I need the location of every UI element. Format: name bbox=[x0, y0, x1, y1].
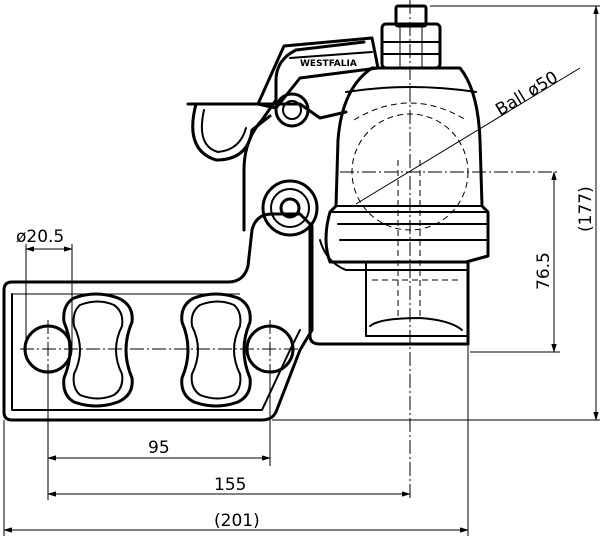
dim-label-overall-length: (201) bbox=[214, 511, 260, 531]
dim-label-length-to-ball: 155 bbox=[214, 475, 246, 495]
dim-label-ball-diameter: Ball ø50 bbox=[492, 68, 561, 121]
safety-ring bbox=[186, 102, 348, 162]
svg-text:WESTFALIA: WESTFALIA bbox=[300, 59, 357, 69]
dimension-overall-height: (177) bbox=[576, 5, 599, 421]
dim-label-hole-spacing: 95 bbox=[148, 438, 170, 458]
damping-element-right bbox=[180, 292, 252, 408]
damping-element-left bbox=[62, 292, 134, 408]
extension-lines bbox=[3, 5, 600, 536]
dimension-length-to-ball: 155 bbox=[47, 475, 411, 497]
dimension-hole-spacing: 95 bbox=[47, 438, 271, 461]
dimension-hole-diameter: ø20.5 bbox=[16, 227, 73, 252]
dim-label-ball-height: 76.5 bbox=[534, 252, 554, 290]
dimension-overall-length: (201) bbox=[3, 511, 469, 533]
pivot-pin-upper bbox=[274, 92, 310, 128]
ball-socket-housing bbox=[324, 66, 490, 264]
dim-label-overall-height: (177) bbox=[576, 186, 596, 232]
center-lines bbox=[20, 0, 560, 500]
dimension-ball-height: 76.5 bbox=[534, 171, 557, 353]
top-nut bbox=[380, 4, 442, 70]
threaded-shank bbox=[372, 160, 462, 318]
coupling-housing bbox=[242, 40, 470, 346]
pivot-bolt-lower bbox=[261, 179, 319, 237]
dim-label-hole-diameter: ø20.5 bbox=[16, 227, 64, 247]
